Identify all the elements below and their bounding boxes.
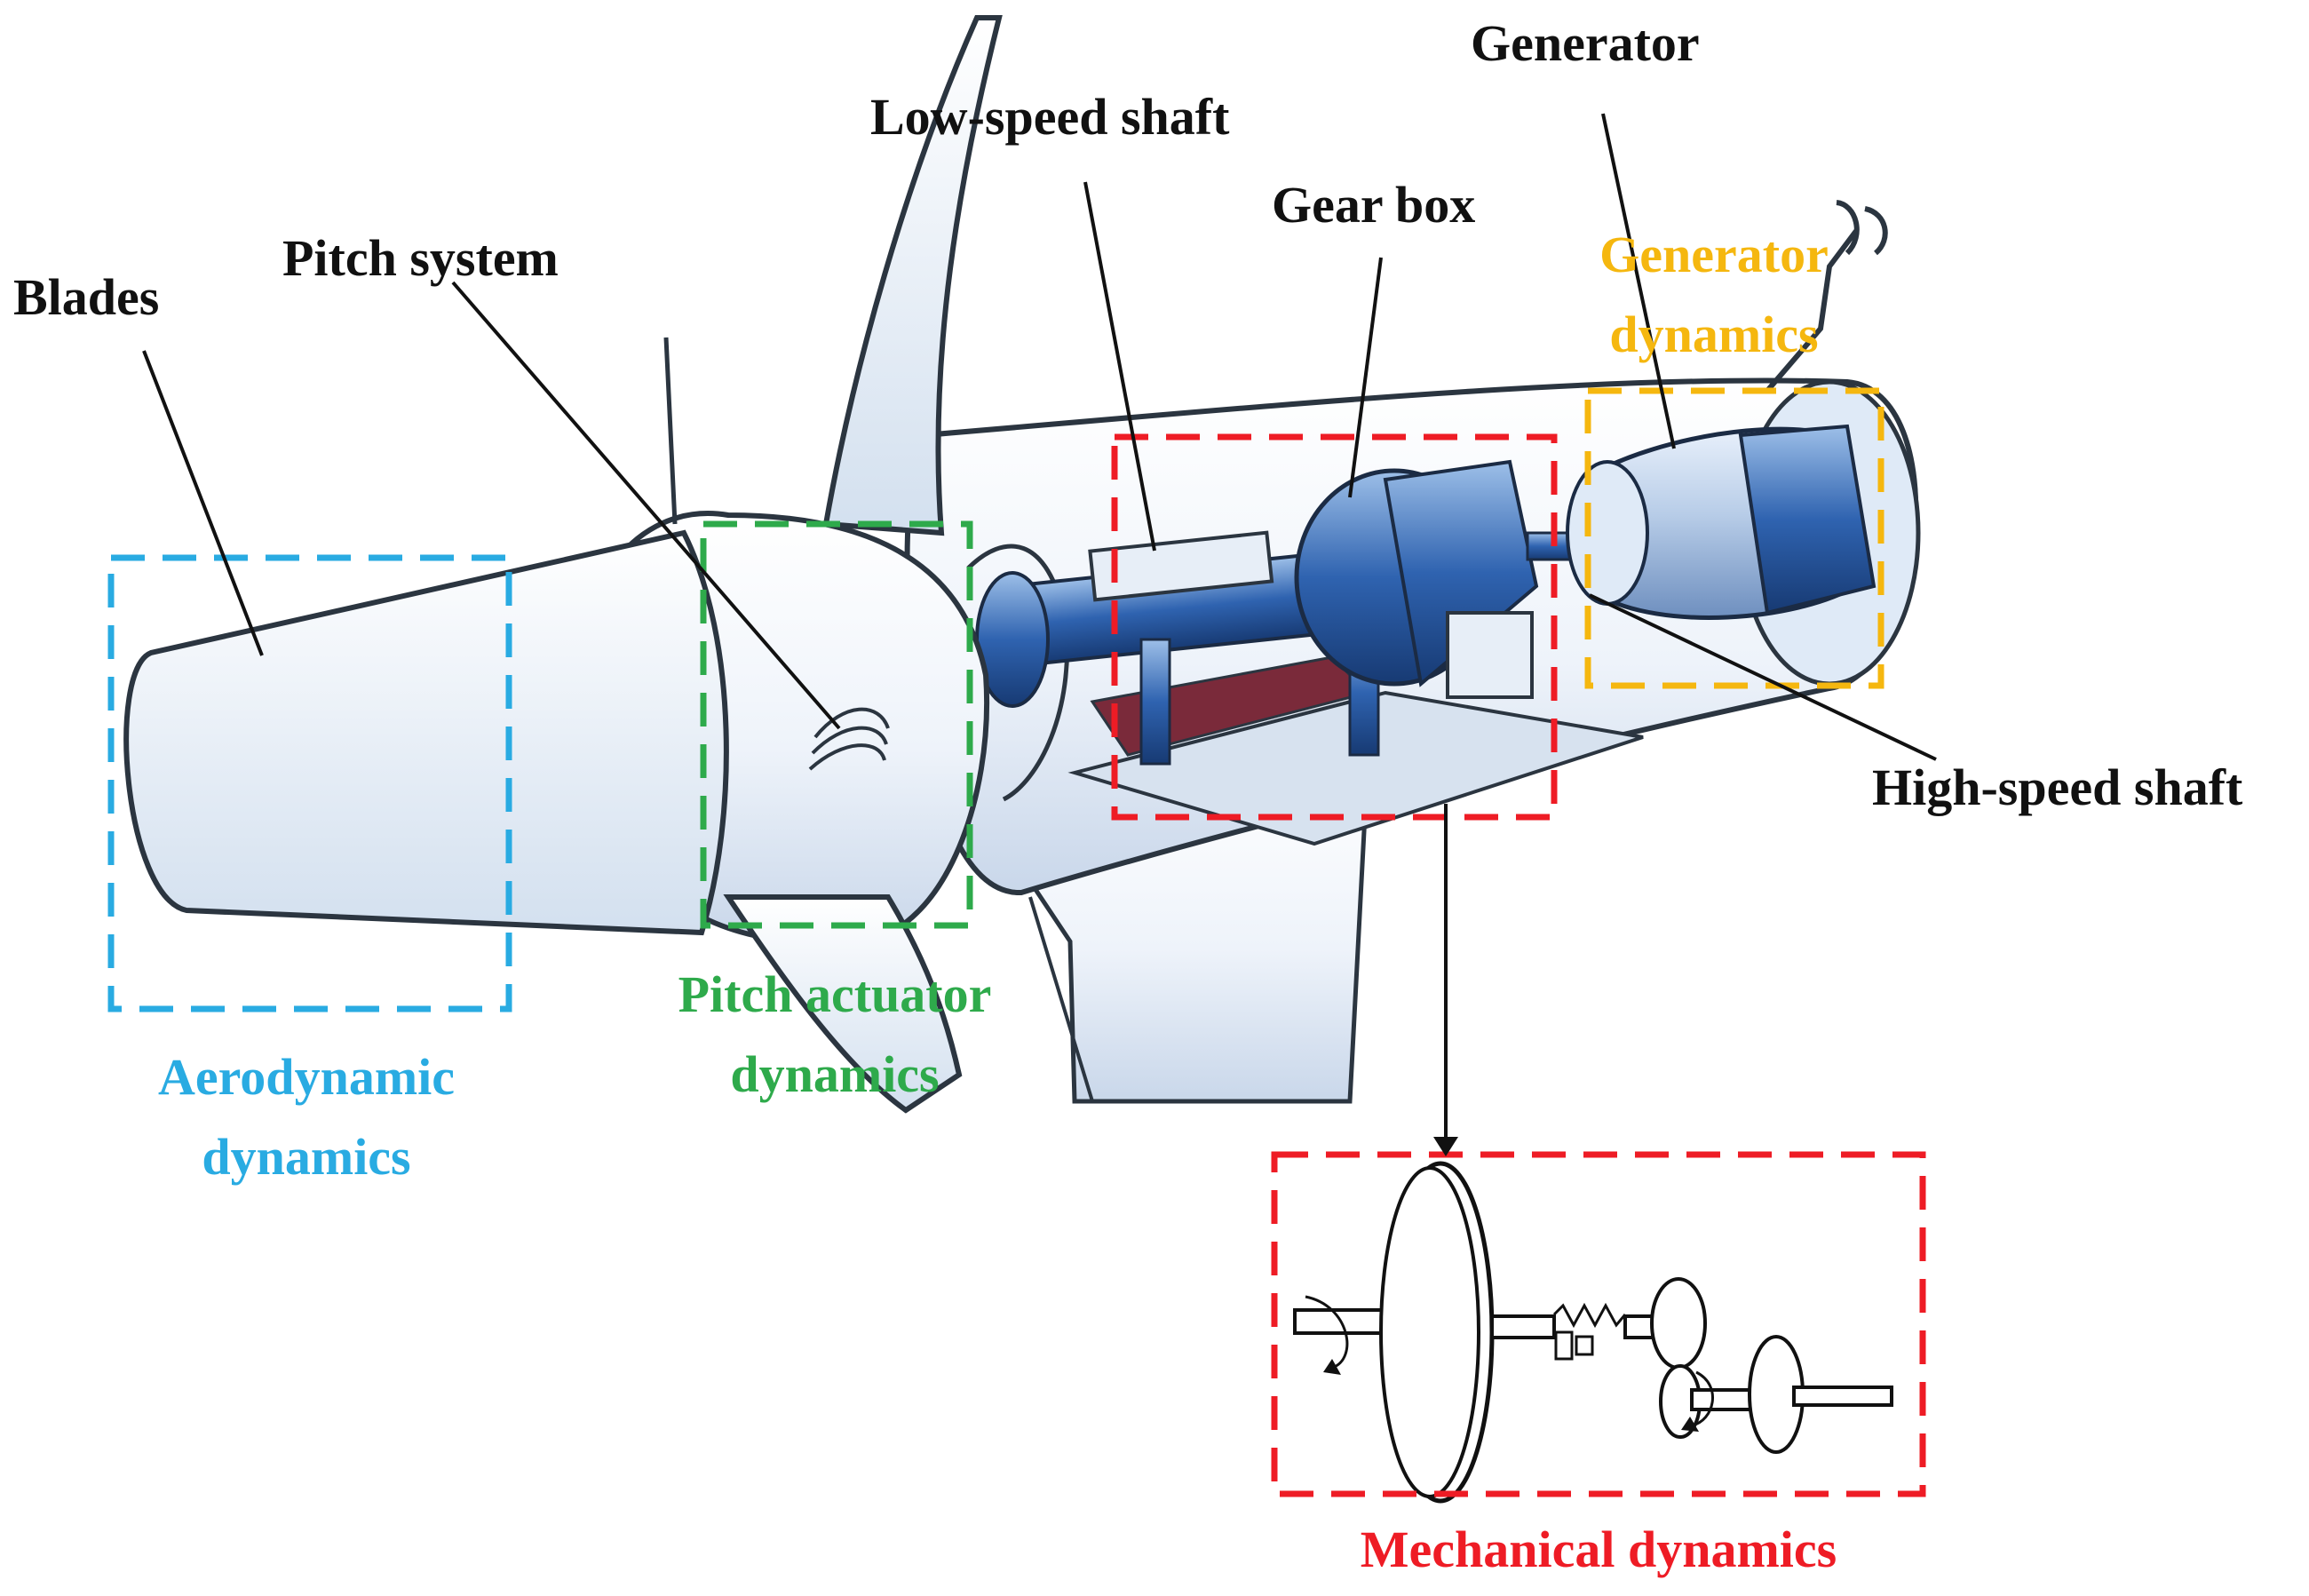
- leader-lines: [142, 113, 1937, 1147]
- generator-dyn-line2: dynamics: [1609, 305, 1819, 363]
- mechanical-line1: Mechanical dynamics: [1360, 1521, 1837, 1578]
- dynamics-boxes: [107, 387, 1926, 1497]
- aerodynamic-line1: Aerodynamic: [157, 1048, 455, 1106]
- mechanical-arrow-head: [1433, 1137, 1458, 1156]
- mechanical-schematic: [1293, 1161, 1893, 1504]
- gear-box-component: [1294, 459, 1539, 699]
- label-aerodynamic-dynamics: Aerodynamic dynamics: [84, 1037, 528, 1197]
- generator-leader: [1601, 113, 1676, 449]
- mechanical-box: [1271, 1151, 1926, 1497]
- label-blades: Blades: [13, 268, 160, 326]
- label-low-speed-shaft: Low-speed shaft: [870, 88, 1230, 146]
- blades-leader: [142, 350, 264, 656]
- generator-component: [1566, 424, 1877, 620]
- gearbox-shaft-box: [1111, 433, 1558, 821]
- pitch-actuator-box: [700, 520, 973, 929]
- low-speed-shaft-leader: [1083, 181, 1156, 552]
- aerodynamic-box: [107, 554, 512, 1012]
- label-generator: Generator: [1471, 14, 1700, 72]
- label-high-speed-shaft: High-speed shaft: [1872, 758, 2243, 816]
- pitch-actuator-line1: Pitch actuator: [678, 965, 992, 1023]
- label-mechanical-dynamics: Mechanical dynamics: [1270, 1510, 1927, 1590]
- blades-component: [123, 15, 1094, 1114]
- label-gear-box: Gear box: [1272, 176, 1476, 234]
- pitch-actuator-line2: dynamics: [730, 1044, 940, 1103]
- gear-box-leader: [1348, 257, 1383, 498]
- label-pitch-actuator-dynamics: Pitch actuator dynamics: [613, 955, 1057, 1115]
- label-generator-dynamics: Generator dynamics: [1514, 215, 1914, 375]
- generator-dyn-line1: Generator: [1599, 226, 1829, 283]
- label-pitch-system: Pitch system: [282, 229, 559, 287]
- generator-box: [1584, 387, 1884, 689]
- anemometer-mast: [1765, 200, 1888, 393]
- aerodynamic-line2: dynamics: [202, 1127, 411, 1186]
- high-speed-shaft-leader: [1589, 593, 1937, 761]
- low-speed-shaft-component: [975, 530, 1382, 766]
- pitch-system-leader: [451, 281, 841, 730]
